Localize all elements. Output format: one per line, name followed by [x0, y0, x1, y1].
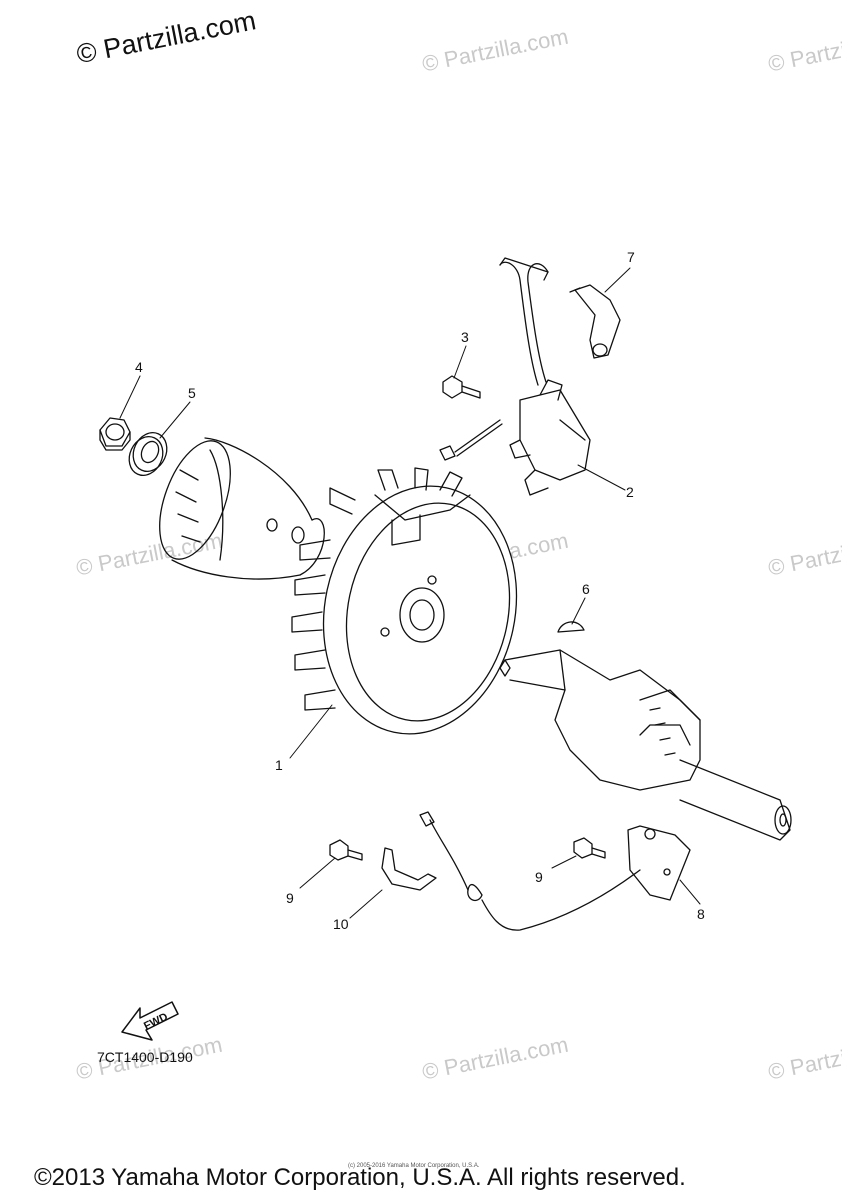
callout-1: 1	[275, 757, 283, 773]
callout-9: 9	[286, 890, 294, 906]
callout-2: 2	[626, 484, 634, 500]
forward-arrow-icon: FWD	[121, 1001, 179, 1041]
sensor-bolt-part	[573, 837, 606, 859]
callout-labels: 1 2 3 4 5 6 7 8 9 9 10	[135, 249, 705, 932]
callout-6: 6	[582, 581, 590, 597]
diagram-code: 7CT1400-D190	[97, 1049, 193, 1065]
bracket-part	[381, 847, 437, 891]
callout-7: 7	[627, 249, 635, 265]
sensor-part	[419, 811, 691, 931]
crankshaft-part	[499, 649, 792, 841]
parts-diagram: FWD 1 2 3 4 5 6 7 8 9 9 10	[99, 249, 792, 1041]
callout-9-second: 9	[535, 869, 543, 885]
starter-pulley-part	[159, 437, 325, 580]
callout-5: 5	[188, 385, 196, 401]
ignition-coil-part	[509, 379, 591, 496]
callout-10: 10	[333, 916, 349, 932]
leader-lines	[119, 267, 701, 919]
copyright-footer: ©2013 Yamaha Motor Corporation, U.S.A. A…	[34, 1164, 686, 1191]
spark-plug-cap-part	[499, 257, 621, 386]
small-copyright: (c) 2005-2016 Yamaha Motor Corporation, …	[348, 1163, 480, 1169]
flywheel-part	[291, 467, 518, 735]
callout-4: 4	[135, 359, 143, 375]
bracket-bolt-part	[329, 839, 363, 861]
callout-3: 3	[461, 329, 469, 345]
washer-part	[128, 432, 168, 476]
callout-8: 8	[697, 906, 705, 922]
coil-bolt-part	[439, 375, 503, 461]
woodruff-key-part	[557, 621, 585, 633]
nut-part	[99, 417, 131, 451]
